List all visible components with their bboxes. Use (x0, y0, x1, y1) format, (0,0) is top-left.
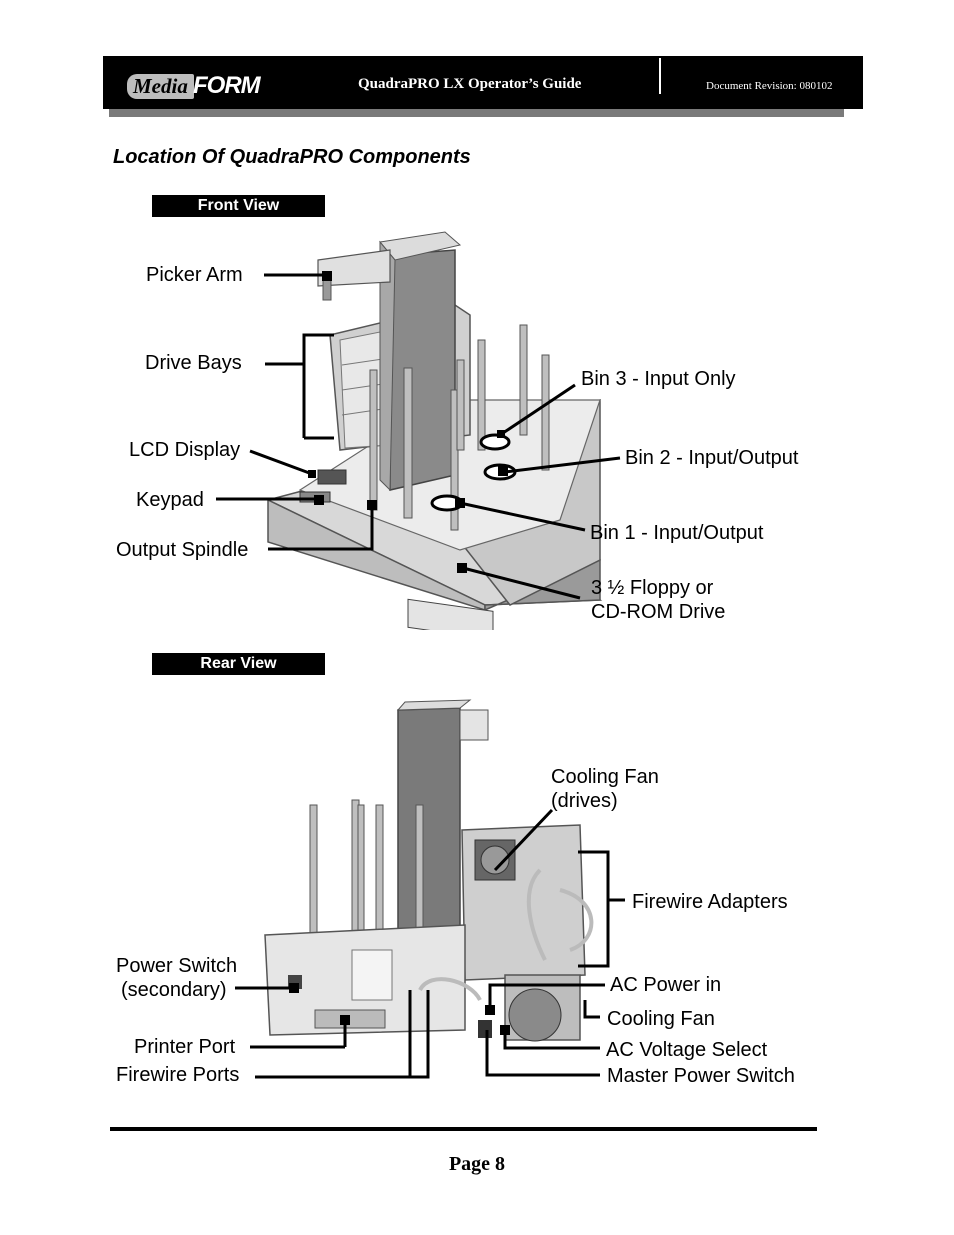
label-ac-power-in: AC Power in (610, 974, 721, 996)
label-output-spindle: Output Spindle (116, 539, 248, 561)
label-cooling-fan-drives-line2: (drives) (551, 790, 618, 812)
header-shadow (109, 109, 844, 117)
label-keypad: Keypad (136, 489, 204, 511)
label-firewire-ports: Firewire Ports (116, 1064, 239, 1086)
mediaform-logo: Media FORM (123, 66, 263, 100)
label-firewire-adapters: Firewire Adapters (632, 891, 788, 913)
label-power-switch-line2: (secondary) (121, 979, 227, 1001)
label-floppy-line2: CD-ROM Drive (591, 601, 725, 623)
document-title: QuadraPRO LX Operator’s Guide (358, 76, 582, 92)
label-cooling-fan: Cooling Fan (607, 1008, 715, 1030)
label-power-switch-line1: Power Switch (116, 955, 237, 977)
rear-view-label: Rear View (152, 653, 325, 675)
page-header: Media FORM QuadraPRO LX Operator’s Guide… (103, 56, 863, 109)
document-revision: Document Revision: 080102 (706, 80, 833, 92)
label-bin2: Bin 2 - Input/Output (625, 447, 799, 469)
label-master-power-switch: Master Power Switch (607, 1065, 795, 1087)
section-title: Location Of QuadraPRO Components (113, 146, 471, 168)
label-cooling-fan-drives-line1: Cooling Fan (551, 766, 659, 788)
page-number: Page 8 (448, 1153, 506, 1175)
label-lcd-display: LCD Display (129, 439, 240, 461)
label-bin1: Bin 1 - Input/Output (590, 522, 764, 544)
logo-media-text: Media (127, 74, 194, 99)
footer-rule (110, 1127, 817, 1131)
logo-form-text: FORM (193, 72, 261, 99)
label-ac-voltage-select: AC Voltage Select (606, 1039, 768, 1061)
label-picker-arm: Picker Arm (146, 264, 243, 286)
rear-view-figure: Cooling Fan (drives) Firewire Adapters P… (0, 690, 954, 1100)
label-drive-bays: Drive Bays (145, 352, 242, 374)
label-printer-port: Printer Port (134, 1036, 236, 1058)
header-divider (659, 58, 661, 94)
label-bin3: Bin 3 - Input Only (581, 368, 736, 390)
front-view-label: Front View (152, 195, 325, 217)
front-view-figure: Picker Arm Drive Bays LCD Display Keypad… (0, 220, 954, 630)
label-floppy-line1: 3 ½ Floppy or (591, 577, 714, 599)
